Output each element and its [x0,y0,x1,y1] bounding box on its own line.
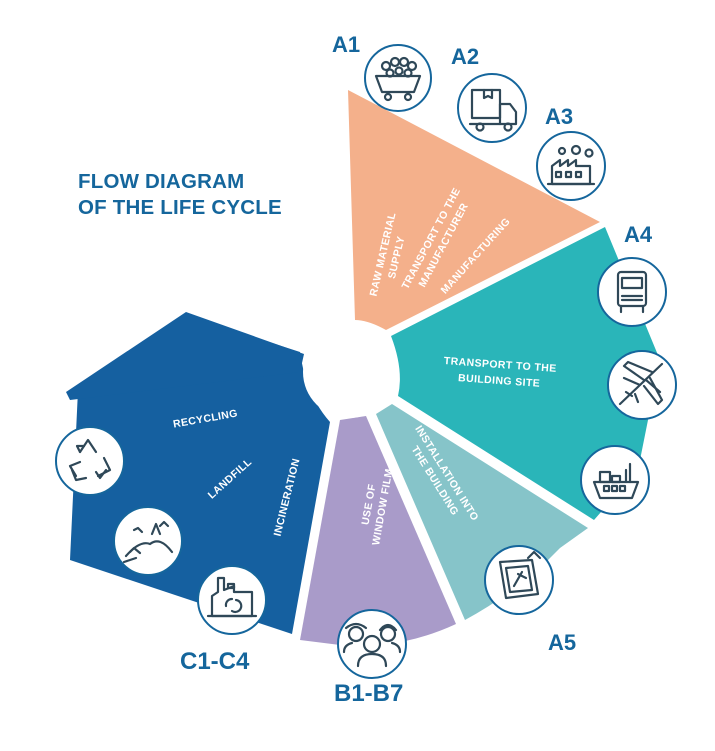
incinerator-icon [197,565,267,635]
stage-code-a1: A1 [332,32,361,57]
people-icon [337,609,407,679]
segment-use [300,416,456,646]
recycle-icon [55,426,125,496]
ore-cart-icon [364,44,432,112]
window-install-icon [484,545,554,615]
stage-code-a5: A5 [548,630,577,655]
ship-icon [580,445,650,515]
stage-code-a3: A3 [545,104,574,129]
diagram-title-line2: OF THE LIFE CYCLE [78,196,282,219]
landfill-icon [113,506,183,576]
segment-transport-site [391,227,660,520]
stage-code-a2: A2 [451,44,480,69]
diagram-title-line1: FLOW DIAGRAM [78,170,245,193]
delivery-truck-icon [457,73,527,143]
truck-front-icon [597,257,667,327]
segment-production [348,90,600,330]
label-a4: TRANSPORT TO THE BUILDING SITE [443,355,557,390]
stage-code-b1-b7: B1-B7 [334,680,404,707]
center-hub [303,326,395,418]
factory-gears-icon [536,131,606,201]
stage-code-a4: A4 [624,222,653,247]
label-a4-line2: BUILDING SITE [458,372,541,390]
airplane-icon [607,350,677,420]
stage-code-c1-c4: C1-C4 [180,648,250,675]
segment-end-of-life-roof [66,312,304,400]
